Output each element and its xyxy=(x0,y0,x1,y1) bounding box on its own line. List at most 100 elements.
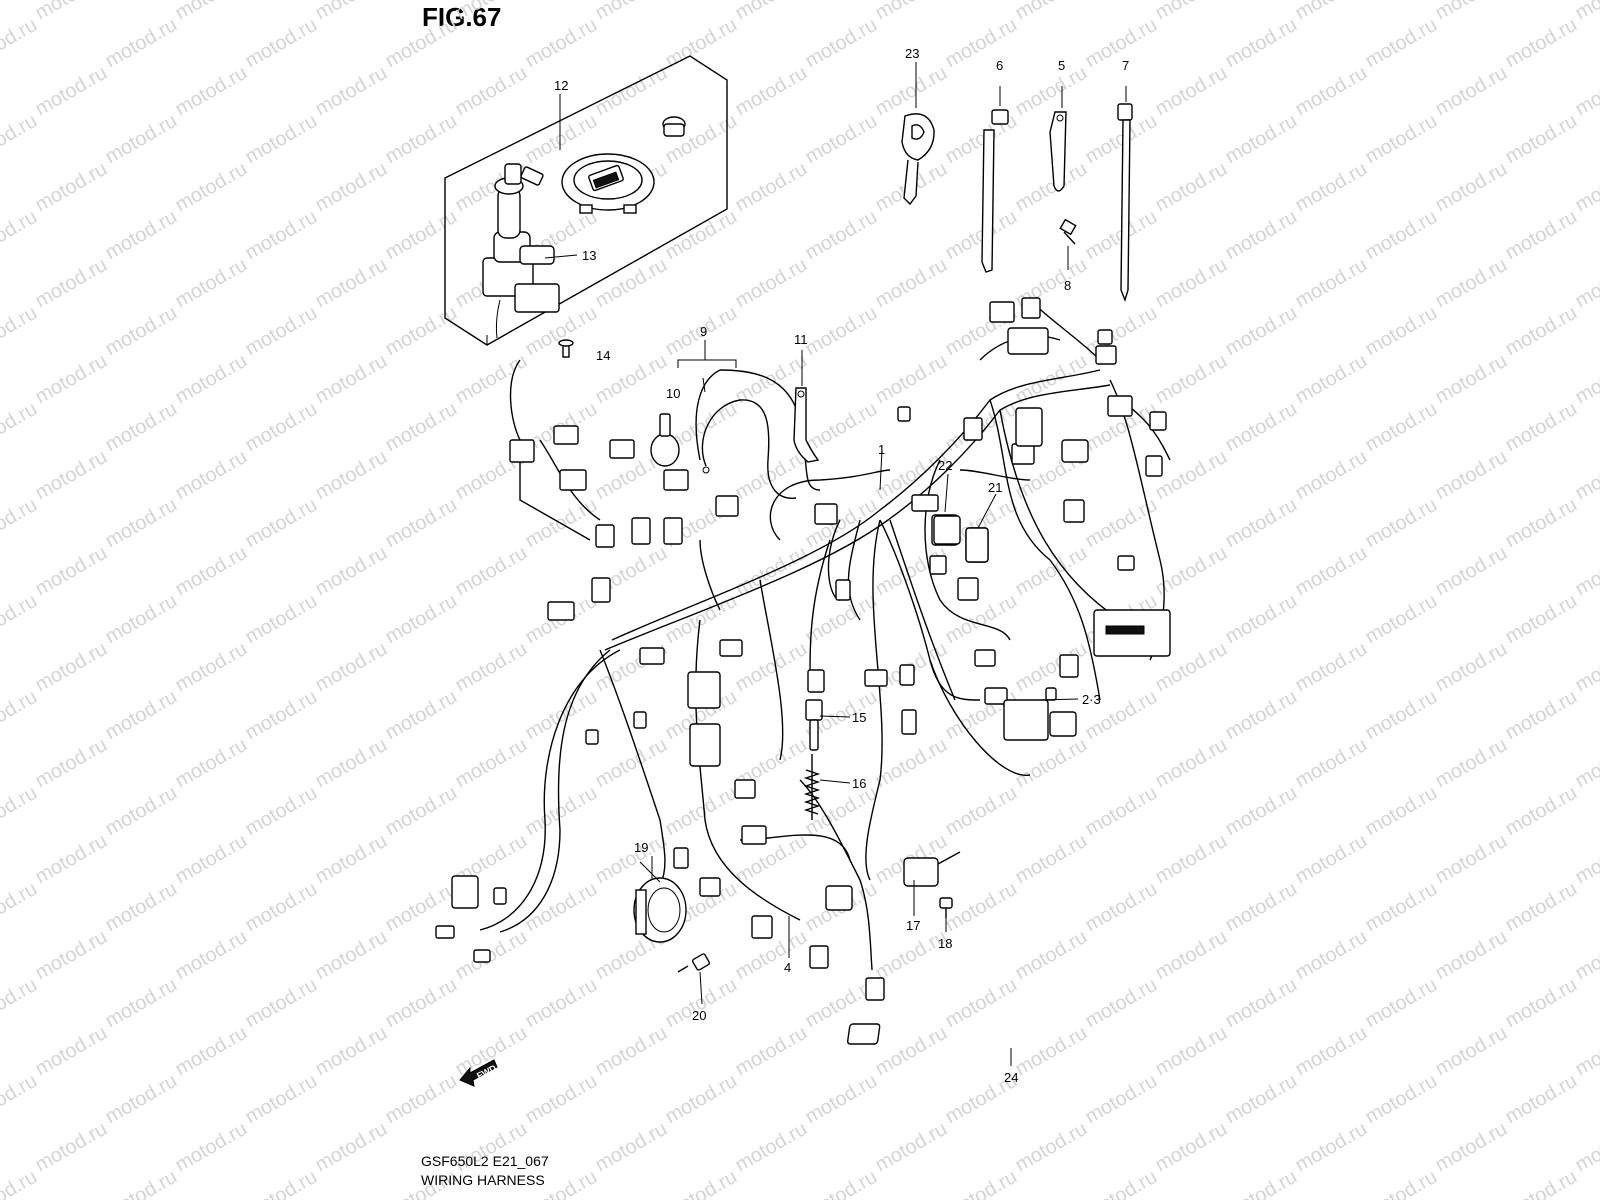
watermark-text: motod.ru xyxy=(1362,110,1441,169)
watermark-text: motod.ru xyxy=(1292,350,1371,409)
watermark-text: motod.ru xyxy=(0,206,41,265)
watermark-text: motod.ru xyxy=(1572,350,1600,409)
watermark-text: motod.ru xyxy=(382,110,461,169)
watermark-text: motod.ru xyxy=(0,1166,41,1200)
callout-13: 13 xyxy=(582,248,596,263)
watermark-text: motod.ru xyxy=(32,926,111,985)
watermark-text: motod.ru xyxy=(1152,1022,1231,1081)
watermark-text: motod.ru xyxy=(522,1070,601,1129)
watermark-text: motod.ru xyxy=(1012,830,1091,889)
relay-21 xyxy=(965,527,989,563)
watermark-text: motod.ru xyxy=(1222,878,1301,937)
watermark-text: motod.ru xyxy=(32,638,111,697)
watermark-text: motod.ru xyxy=(802,1166,881,1200)
watermark-text: motod.ru xyxy=(732,638,811,697)
watermark-text: motod.ru xyxy=(1222,206,1301,265)
watermark-text: motod.ru xyxy=(452,62,531,121)
watermark-text: motod.ru xyxy=(942,206,1021,265)
watermark-text: motod.ru xyxy=(1362,686,1441,745)
watermark-text: motod.ru xyxy=(242,398,321,457)
watermark-text: motod.ru xyxy=(732,0,811,24)
watermark-text: motod.ru xyxy=(102,590,181,649)
watermark-text: motod.ru xyxy=(1152,0,1231,24)
watermark-text: motod.ru xyxy=(242,206,321,265)
watermark-text: motod.ru xyxy=(1012,1022,1091,1081)
watermark-text: motod.ru xyxy=(732,1022,811,1081)
watermark-text: motod.ru xyxy=(1362,302,1441,361)
watermark-text: motod.ru xyxy=(242,1166,321,1200)
callout-21: 21 xyxy=(988,480,1002,495)
callout-10: 10 xyxy=(666,386,680,401)
watermark-text: motod.ru xyxy=(1082,494,1161,553)
watermark-text: motod.ru xyxy=(32,1118,111,1177)
watermark-text: motod.ru xyxy=(1502,206,1581,265)
callout-19: 19 xyxy=(634,840,648,855)
watermark-text: motod.ru xyxy=(732,446,811,505)
watermark-text: motod.ru xyxy=(242,590,321,649)
watermark-text: motod.ru xyxy=(732,62,811,121)
watermark-text: motod.ru xyxy=(802,14,881,73)
watermark-text: motod.ru xyxy=(1152,350,1231,409)
watermark-text: motod.ru xyxy=(0,878,41,937)
watermark-text: motod.ru xyxy=(1432,446,1511,505)
watermark-text: motod.ru xyxy=(1152,926,1231,985)
watermark-text: motod.ru xyxy=(312,926,391,985)
lock-cylinder xyxy=(662,116,686,137)
watermark-text: motod.ru xyxy=(1292,638,1371,697)
watermark-text: motod.ru xyxy=(312,830,391,889)
watermark-text: motod.ru xyxy=(1152,734,1231,793)
watermark-text: motod.ru xyxy=(592,1022,671,1081)
watermark-text: motod.ru xyxy=(662,974,741,1033)
watermark-text: motod.ru xyxy=(312,158,391,217)
clamp-11 xyxy=(793,350,820,463)
callout-20: 20 xyxy=(692,1008,706,1023)
watermark-text: motod.ru xyxy=(1502,110,1581,169)
watermark-text: motod.ru xyxy=(102,1166,181,1200)
watermark-text: motod.ru xyxy=(942,1166,1021,1200)
watermark-text: motod.ru xyxy=(32,734,111,793)
watermark-text: motod.ru xyxy=(242,302,321,361)
watermark-text: motod.ru xyxy=(172,1118,251,1177)
watermark-text: motod.ru xyxy=(1222,1070,1301,1129)
watermark-text: motod.ru xyxy=(1292,542,1371,601)
watermark-text: motod.ru xyxy=(942,878,1021,937)
watermark-text: motod.ru xyxy=(312,0,391,24)
watermark-text: motod.ru xyxy=(1572,1118,1600,1177)
switch-15 xyxy=(805,699,823,820)
watermark-text: motod.ru xyxy=(1502,302,1581,361)
watermark-text: motod.ru xyxy=(1502,974,1581,1033)
watermark-text: motod.ru xyxy=(0,398,41,457)
fuel-cap-lock xyxy=(561,153,655,214)
watermark-text: motod.ru xyxy=(1362,878,1441,937)
watermark-text: motod.ru xyxy=(662,1166,741,1200)
watermark-text: motod.ru xyxy=(1222,110,1301,169)
watermark-text: motod.ru xyxy=(312,1118,391,1177)
watermark-text: motod.ru xyxy=(1362,494,1441,553)
cable-tie-7 xyxy=(1117,86,1133,303)
watermark-text: motod.ru xyxy=(32,350,111,409)
watermark-text: motod.ru xyxy=(872,254,951,313)
watermark-text: motod.ru xyxy=(32,158,111,217)
watermark-text: motod.ru xyxy=(32,446,111,505)
clamp-5 xyxy=(1049,86,1067,192)
watermark-text: motod.ru xyxy=(1502,14,1581,73)
horn-19 xyxy=(633,861,687,943)
watermark-text: motod.ru xyxy=(872,1118,951,1177)
watermark-text: motod.ru xyxy=(1292,926,1371,985)
lead-wire-9 xyxy=(677,340,797,499)
watermark-text: motod.ru xyxy=(1222,686,1301,745)
watermark-text: motod.ru xyxy=(242,974,321,1033)
watermark-text: motod.ru xyxy=(1222,494,1301,553)
watermark-text: motod.ru xyxy=(32,1022,111,1081)
watermark-text: motod.ru xyxy=(1152,158,1231,217)
callout-4: 4 xyxy=(784,960,791,975)
watermark-text: motod.ru xyxy=(1432,734,1511,793)
watermark-text: motod.ru xyxy=(172,254,251,313)
watermark-text: motod.ru xyxy=(172,542,251,601)
watermark-text: motod.ru xyxy=(1012,734,1091,793)
watermark-text: motod.ru xyxy=(1082,1166,1161,1200)
bolt-8 xyxy=(1059,218,1077,270)
watermark-text: motod.ru xyxy=(0,590,41,649)
watermark-text: motod.ru xyxy=(1362,398,1441,457)
watermark-text: motod.ru xyxy=(1572,0,1600,24)
